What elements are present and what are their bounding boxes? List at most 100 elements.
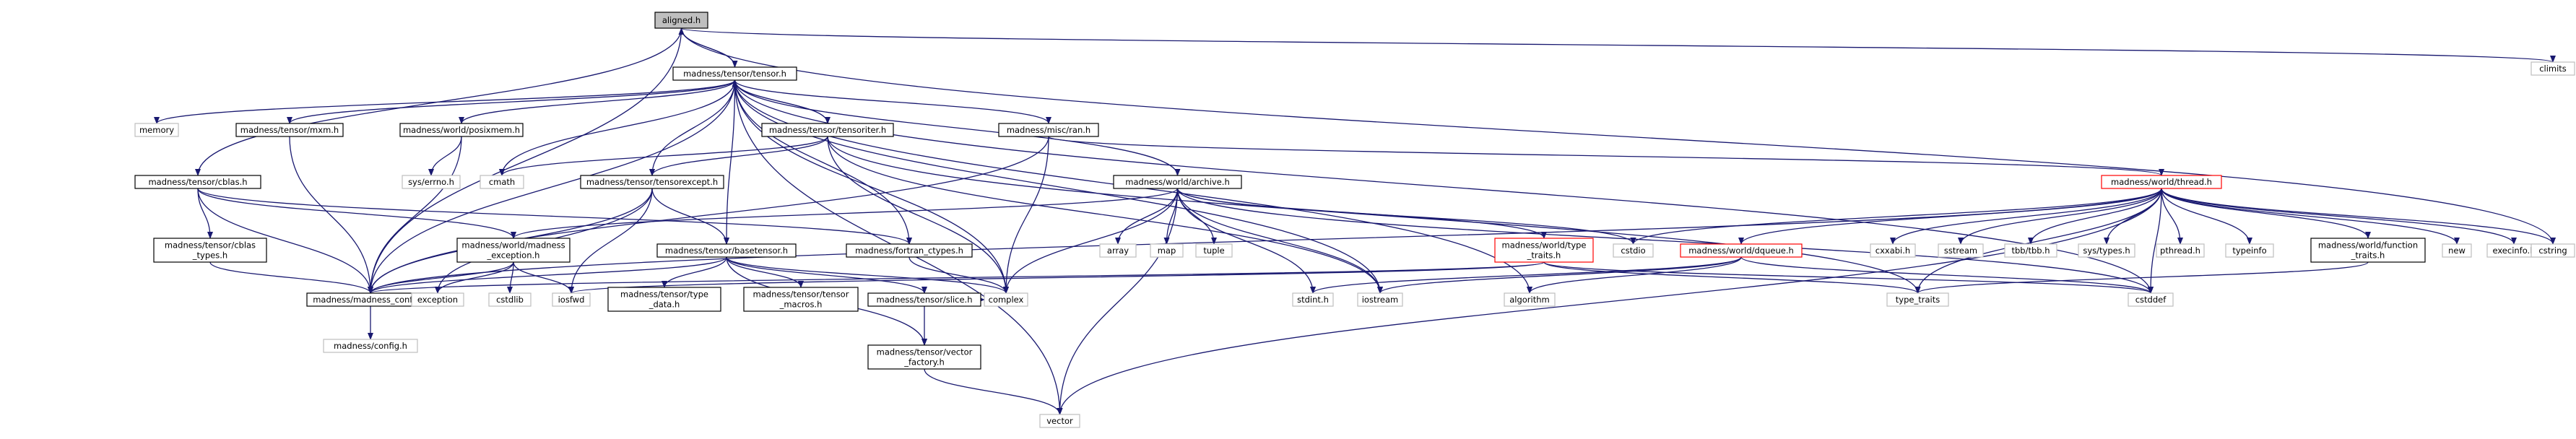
node-posixmem[interactable]: madness/world/posixmem.h [399, 123, 524, 137]
node-box-memory [134, 123, 179, 137]
edge-archive-to-array [1115, 188, 1179, 245]
node-box-dqueue [1680, 243, 1803, 258]
node-thread[interactable]: madness/world/thread.h [2101, 175, 2222, 189]
node-label: aligned.h [662, 15, 701, 25]
node-label: complex [989, 295, 1024, 305]
edge-tensor-to-fortran_ctypes [734, 79, 912, 245]
node-label: vector [1046, 416, 1073, 426]
edge-thread-to-typeinfo [2161, 188, 2252, 245]
node-stdint: stdint.h [1292, 292, 1334, 307]
node-iosfwd: iosfwd [552, 292, 591, 307]
node-label: madness/tensor/cblas [165, 240, 256, 251]
node-wtype_traits[interactable]: madness/world/type_traits.h [1494, 238, 1594, 263]
node-label: memory [139, 125, 174, 135]
edge-madness_exception-to-cstdlib [507, 261, 514, 294]
node-ran[interactable]: madness/misc/ran.h [998, 123, 1099, 137]
node-tensoriter[interactable]: madness/tensor/tensoriter.h [761, 123, 894, 137]
node-cblas_types[interactable]: madness/tensor/cblas_types.h [153, 238, 267, 263]
node-label: climits [2539, 64, 2567, 74]
edge-tensoriter-to-complex [827, 136, 1009, 294]
edge-tensorexcept-to-basetensor [651, 188, 729, 245]
node-label: _traits.h [1527, 251, 1561, 261]
node-box-cstdlib [488, 292, 532, 307]
node-label: madness/tensor/cblas.h [148, 177, 247, 187]
edge-thread-to-sstream [1958, 188, 2162, 245]
edge-tensor-to-mxm [287, 79, 736, 124]
edge-cblas-to-cblas_types [197, 188, 213, 239]
node-tensor[interactable]: madness/tensor/tensor.h [672, 66, 797, 81]
node-label: sys/errno.h [408, 177, 454, 187]
node-label: cstddef [2135, 295, 2167, 305]
edge-archive-to-cstddef [1176, 188, 2154, 294]
edge-thread-to-new [2161, 188, 2460, 245]
node-array: array [1099, 243, 1137, 258]
node-box-errno [402, 175, 461, 189]
node-function_traits[interactable]: madness/world/function_traits.h [2310, 238, 2426, 263]
node-label: _types.h [192, 251, 227, 261]
node-box-cstddef [2128, 292, 2174, 307]
node-box-cxxabi [1870, 243, 1916, 258]
node-box-cblas_types [153, 238, 267, 263]
node-box-typeinfo [2225, 243, 2274, 258]
node-madness_exception[interactable]: madness/world/madness_exception.h [456, 238, 571, 263]
node-label: madness/tensor/tensor.h [683, 69, 786, 79]
node-label: pthread.h [2160, 245, 2200, 256]
node-box-vector [1039, 414, 1080, 428]
edge-tensorexcept-to-iosfwd [568, 188, 653, 294]
node-box-type_traits [1886, 292, 1949, 307]
edge-archive-to-stdint [1176, 188, 1316, 294]
node-tensor_type_data[interactable]: madness/tensor/type_data.h [607, 287, 721, 312]
node-label: _macros.h [779, 300, 823, 310]
node-basetensor[interactable]: madness/tensor/basetensor.h [656, 243, 797, 258]
edge-basetensor-to-slice [726, 256, 927, 294]
node-tuple: tuple [1195, 243, 1233, 258]
node-label: iosfwd [558, 295, 585, 305]
node-mxm[interactable]: madness/tensor/mxm.h [235, 123, 344, 137]
node-label: madness/world/dqueue.h [1688, 245, 1794, 256]
edge-tensoriter-to-cmath [499, 136, 828, 176]
node-box-thread [2101, 175, 2222, 189]
node-tensor_macros[interactable]: madness/tensor/tensor_macros.h [743, 287, 859, 312]
node-box-tuple [1195, 243, 1233, 258]
edge-thread-to-pthread [2161, 188, 2183, 245]
node-vector_factory[interactable]: madness/tensor/vector_factory.h [867, 344, 981, 370]
node-madness_config[interactable]: madness/madness_config.h [306, 292, 435, 307]
node-fortran_ctypes[interactable]: madness/fortran_ctypes.h [846, 243, 973, 258]
node-type_traits: type_traits [1886, 292, 1949, 307]
node-box-tensor_macros [743, 287, 859, 312]
node-slice[interactable]: madness/tensor/slice.h [867, 292, 981, 307]
node-vector: vector [1039, 414, 1080, 428]
node-box-mxm [235, 123, 344, 137]
node-box-complex [984, 292, 1028, 307]
node-label: cstdlib [496, 295, 524, 305]
node-box-array [1099, 243, 1137, 258]
node-label: exception [417, 295, 458, 305]
node-label: tuple [1203, 245, 1224, 256]
node-box-ran [998, 123, 1099, 137]
node-cblas[interactable]: madness/tensor/cblas.h [134, 175, 261, 189]
node-label: madness/world/madness [461, 240, 565, 251]
node-iostream: iostream [1357, 292, 1403, 307]
node-archive[interactable]: madness/world/archive.h [1113, 175, 1242, 189]
node-aligned[interactable]: aligned.h [654, 12, 708, 29]
node-tensorexcept[interactable]: madness/tensor/tensorexcept.h [580, 175, 724, 189]
node-box-vector_factory [867, 344, 981, 370]
node-label: stdint.h [1297, 295, 1329, 305]
node-label: madness/tensor/basetensor.h [665, 245, 788, 256]
node-label: madness/fortran_ctypes.h [855, 245, 963, 256]
node-label: madness/world/type [1502, 240, 1587, 251]
edge-cblas-to-madness_config [197, 188, 373, 294]
edge-aligned-to-cstring [680, 27, 2556, 245]
node-label: madness/world/function [2318, 240, 2418, 251]
node-label: madness/world/archive.h [1125, 177, 1229, 187]
node-map: map [1150, 243, 1184, 258]
node-box-slice [867, 292, 981, 307]
node-dqueue[interactable]: madness/world/dqueue.h [1680, 243, 1803, 258]
edge-tensor-to-basetensor [724, 79, 736, 245]
node-tbb: tbb/tbb.h [2004, 243, 2057, 258]
node-box-cmath [480, 175, 524, 189]
node-label: execinfo.h [2492, 245, 2535, 256]
node-label: typeinfo [2232, 245, 2266, 256]
node-label: cstdio [1621, 245, 1645, 256]
edge-tensor-to-cstddef [734, 79, 2154, 294]
